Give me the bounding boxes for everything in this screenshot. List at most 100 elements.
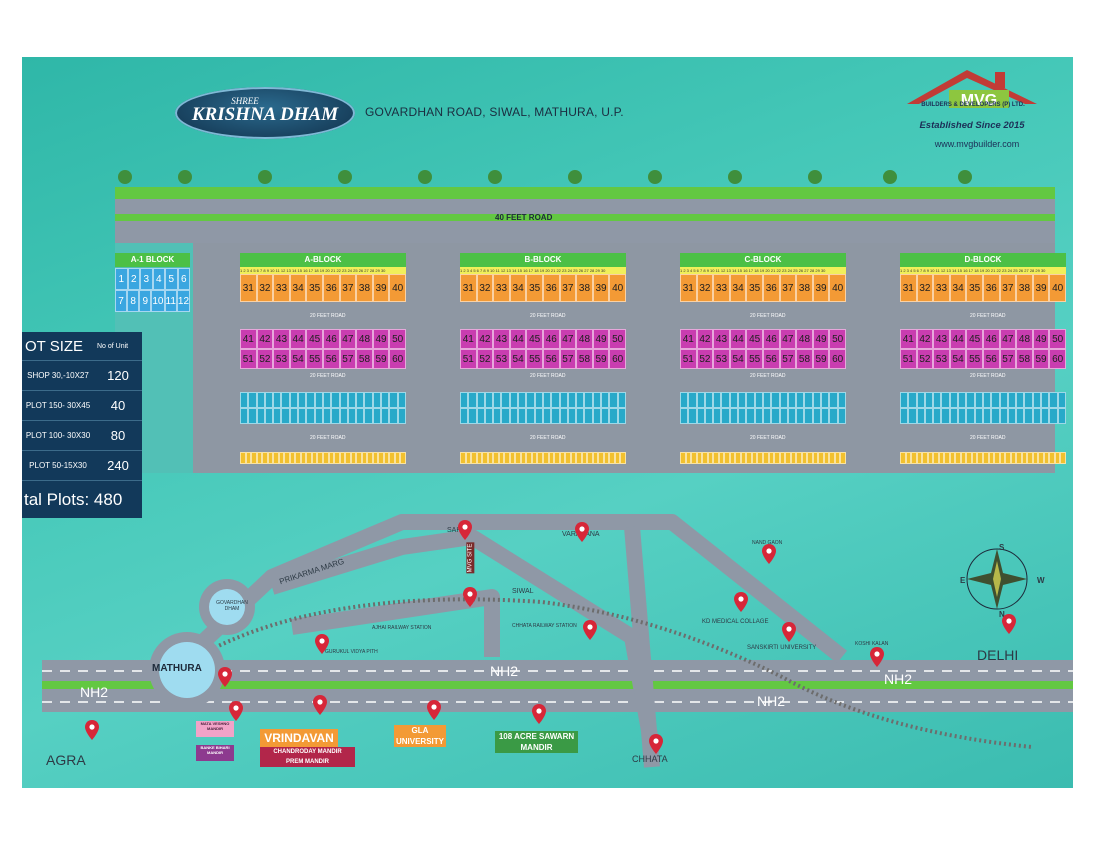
plot-cell[interactable]	[746, 392, 755, 408]
plot-cell[interactable]	[1024, 392, 1033, 408]
plot-cell[interactable]	[696, 392, 705, 408]
plot-cell[interactable]	[518, 392, 527, 408]
plot-cell[interactable]: 33	[713, 274, 730, 302]
plot-cell[interactable]	[762, 408, 772, 424]
plot-cell[interactable]: 54	[949, 349, 967, 369]
plot-cell[interactable]	[334, 452, 340, 464]
plot-cell[interactable]	[248, 392, 257, 408]
plot-cell[interactable]	[924, 392, 934, 408]
plot-cell[interactable]: 49	[372, 329, 390, 349]
plot-cell[interactable]	[691, 452, 697, 464]
plot-cell[interactable]	[240, 392, 249, 408]
plot-cell[interactable]: 54	[509, 349, 527, 369]
plot-cell[interactable]	[1032, 408, 1042, 424]
plot-cell[interactable]	[471, 452, 477, 464]
location-pin-icon[interactable]	[315, 634, 329, 654]
plot-cell[interactable]	[927, 452, 934, 464]
plot-cell[interactable]	[534, 408, 543, 424]
plot-cell[interactable]: 60	[829, 349, 846, 369]
plot-cell[interactable]	[721, 408, 730, 424]
plot-cell[interactable]	[779, 392, 788, 408]
plot-cell[interactable]: 51	[680, 349, 697, 369]
plot-cell[interactable]	[721, 392, 730, 408]
plot-cell[interactable]	[916, 408, 925, 424]
plot-cell[interactable]: 45	[306, 329, 323, 349]
plot-cell[interactable]	[738, 408, 747, 424]
plot-cell[interactable]	[837, 392, 846, 408]
plot-cell[interactable]	[542, 392, 552, 408]
plot-cell[interactable]	[306, 392, 315, 408]
plot-cell[interactable]	[383, 452, 390, 464]
plot-cell[interactable]	[796, 392, 805, 408]
plot-cell[interactable]: 32	[916, 274, 934, 302]
plot-cell[interactable]: 3	[140, 268, 153, 290]
plot-cell[interactable]	[397, 392, 406, 408]
plot-cell[interactable]	[339, 408, 348, 424]
plot-cell[interactable]	[729, 408, 739, 424]
plot-cell[interactable]	[542, 408, 552, 424]
plot-cell[interactable]	[999, 392, 1008, 408]
plot-cell[interactable]	[389, 452, 395, 464]
plot-cell[interactable]	[735, 452, 741, 464]
plot-cell[interactable]: 42	[916, 329, 934, 349]
plot-cell[interactable]	[933, 392, 942, 408]
plot-cell[interactable]: 38	[1016, 274, 1033, 302]
plot-cell[interactable]: 58	[576, 349, 593, 369]
plot-cell[interactable]	[460, 392, 469, 408]
plot-cell[interactable]: 36	[542, 274, 560, 302]
plot-cell[interactable]	[559, 452, 566, 464]
plot-cell[interactable]: 43	[273, 329, 290, 349]
plot-cell[interactable]	[754, 408, 763, 424]
plot-cell[interactable]	[707, 452, 714, 464]
plot-cell[interactable]: 41	[900, 329, 917, 349]
plot-cell[interactable]	[751, 452, 758, 464]
plot-cell[interactable]	[322, 408, 332, 424]
plot-cell[interactable]	[501, 392, 510, 408]
plot-cell[interactable]	[509, 392, 519, 408]
plot-cell[interactable]	[1043, 452, 1050, 464]
plot-cell[interactable]: 39	[372, 274, 390, 302]
plot-cell[interactable]	[982, 452, 989, 464]
plot-cell[interactable]	[400, 452, 406, 464]
plot-cell[interactable]: 4	[152, 268, 165, 290]
plot-cell[interactable]: 51	[460, 349, 477, 369]
plot-cell[interactable]	[501, 408, 510, 424]
plot-cell[interactable]	[372, 392, 382, 408]
plot-cell[interactable]	[922, 452, 928, 464]
plot-cell[interactable]: 1	[115, 268, 128, 290]
plot-cell[interactable]	[1057, 408, 1066, 424]
plot-cell[interactable]: 46	[762, 329, 780, 349]
plot-cell[interactable]	[328, 452, 335, 464]
plot-cell[interactable]: 43	[713, 329, 730, 349]
plot-cell[interactable]	[729, 392, 739, 408]
plot-cell[interactable]	[381, 392, 390, 408]
plot-cell[interactable]	[796, 452, 802, 464]
plot-cell[interactable]: 2	[127, 268, 140, 290]
plot-cell[interactable]: 31	[460, 274, 477, 302]
plot-cell[interactable]	[487, 452, 494, 464]
plot-cell[interactable]	[520, 452, 527, 464]
plot-cell[interactable]	[537, 452, 543, 464]
plot-cell[interactable]	[317, 452, 323, 464]
plot-cell[interactable]	[314, 408, 323, 424]
plot-cell[interactable]	[974, 392, 983, 408]
plot-cell[interactable]	[804, 408, 813, 424]
plot-cell[interactable]	[949, 452, 956, 464]
plot-cell[interactable]: 48	[576, 329, 593, 349]
plot-cell[interactable]	[518, 408, 527, 424]
plot-cell[interactable]: 53	[933, 349, 950, 369]
plot-cell[interactable]	[916, 392, 925, 408]
plot-cell[interactable]: 41	[240, 329, 257, 349]
plot-cell[interactable]	[339, 452, 346, 464]
plot-cell[interactable]	[559, 408, 568, 424]
plot-cell[interactable]: 34	[949, 274, 967, 302]
plot-cell[interactable]	[322, 452, 329, 464]
plot-cell[interactable]	[592, 408, 602, 424]
plot-cell[interactable]	[713, 452, 719, 464]
plot-cell[interactable]	[718, 452, 725, 464]
plot-cell[interactable]	[958, 408, 967, 424]
plot-cell[interactable]	[1005, 452, 1011, 464]
plot-cell[interactable]: 58	[356, 349, 373, 369]
plot-cell[interactable]	[1016, 408, 1025, 424]
plot-cell[interactable]: 37	[559, 274, 577, 302]
